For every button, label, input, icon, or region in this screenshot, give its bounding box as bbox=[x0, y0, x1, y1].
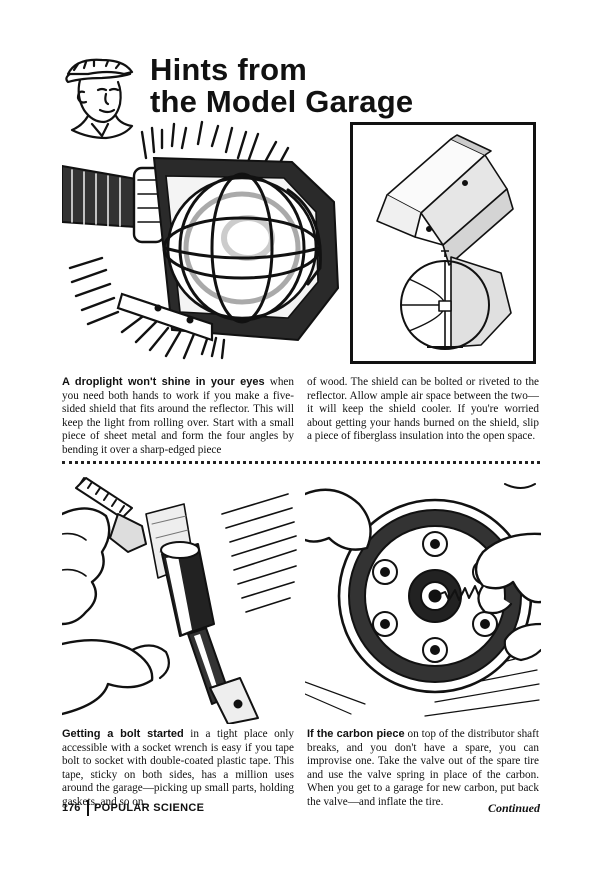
distributor-cap-illustration bbox=[303, 474, 543, 724]
title-line-2: the Model Garage bbox=[150, 84, 414, 119]
section-divider bbox=[62, 461, 540, 464]
article-lead: A droplight won't shine in your eyes bbox=[62, 376, 265, 388]
article-text: when you need both hands to work if you … bbox=[62, 376, 294, 456]
droplight-illustration bbox=[61, 118, 354, 368]
page-number: 176 bbox=[62, 802, 81, 814]
article-droplight-col2: of wood. The shield can be bolted or riv… bbox=[307, 376, 539, 444]
article-carbon: If the carbon piece on top of the distri… bbox=[307, 728, 539, 810]
page-footer: 176 POPULAR SCIENCE Continued bbox=[62, 800, 540, 816]
page-title: Hints from the Model Garage bbox=[150, 54, 470, 118]
mechanic-portrait-icon bbox=[58, 52, 140, 140]
article-lead: If the carbon piece bbox=[307, 728, 405, 740]
footer-divider bbox=[87, 800, 89, 816]
article-droplight-col1: A droplight won't shine in your eyes whe… bbox=[62, 376, 294, 458]
article-lead: Getting a bolt started bbox=[62, 728, 184, 740]
article-bolt: Getting a bolt started in a tight place … bbox=[62, 728, 294, 810]
title-line-1: Hints from bbox=[150, 52, 307, 87]
article-text: in a tight place only accessible with a … bbox=[62, 728, 294, 808]
magazine-name: POPULAR SCIENCE bbox=[94, 802, 205, 814]
continued-label: Continued bbox=[487, 801, 540, 815]
article-text: on top of the distributor shaft breaks, … bbox=[307, 728, 539, 808]
socket-wrench-illustration bbox=[60, 474, 298, 725]
article-text: of wood. The shield can be bolted or riv… bbox=[307, 376, 539, 443]
shield-diagram bbox=[350, 122, 536, 364]
